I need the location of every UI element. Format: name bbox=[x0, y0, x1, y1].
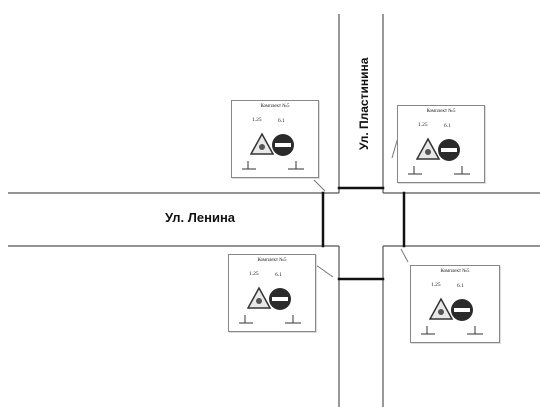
card-title: Комплект №5 bbox=[440, 269, 470, 274]
card-value-2: 6.1 bbox=[457, 283, 464, 289]
card-title: Комплект №5 bbox=[260, 104, 290, 109]
roadworks-warning-sign-icon bbox=[250, 132, 275, 155]
card-value-1: 1.25 bbox=[418, 122, 428, 128]
sign-posts bbox=[421, 326, 483, 335]
no-entry-sign-icon bbox=[451, 299, 473, 321]
roadworks-warning-sign-icon bbox=[416, 137, 441, 160]
card-title: Комплект №5 bbox=[257, 258, 287, 263]
card-value-1: 1.25 bbox=[431, 282, 441, 288]
roadworks-warning-sign-icon bbox=[247, 286, 272, 309]
sign-posts bbox=[408, 166, 470, 175]
leader-line bbox=[313, 179, 326, 192]
leader-line bbox=[400, 248, 409, 263]
no-entry-sign-icon bbox=[269, 288, 291, 310]
no-entry-sign-icon bbox=[438, 139, 460, 161]
street-label-horizontal: Ул. Ленина bbox=[165, 210, 236, 225]
card-value-2: 6.1 bbox=[275, 272, 282, 278]
sign-pair bbox=[250, 132, 294, 156]
card-title: Комплект №5 bbox=[426, 109, 456, 114]
card-value-1: 1.25 bbox=[249, 271, 259, 277]
card-value-1: 1.25 bbox=[252, 117, 262, 123]
road-edges bbox=[8, 14, 540, 407]
sign-set-card-nw: Комплект №5 1.25 6.1 bbox=[231, 100, 319, 178]
sign-posts bbox=[242, 161, 304, 170]
roadworks-warning-sign-icon bbox=[429, 297, 454, 320]
sign-pair bbox=[247, 286, 291, 310]
stop-lines bbox=[321, 186, 406, 281]
card-value-2: 6.1 bbox=[444, 123, 451, 129]
leader-line bbox=[315, 264, 334, 278]
card-value-2: 6.1 bbox=[278, 118, 285, 124]
sign-posts bbox=[239, 315, 301, 324]
no-entry-sign-icon bbox=[272, 134, 294, 156]
sign-pair bbox=[429, 297, 473, 321]
sign-set-card-se: Комплект №5 1.25 6.1 bbox=[410, 265, 500, 343]
sign-set-card-sw: Комплект №5 1.25 6.1 bbox=[228, 254, 316, 332]
sign-pair bbox=[416, 137, 460, 161]
sign-set-card-ne: Комплект №5 1.25 6.1 bbox=[397, 105, 485, 183]
street-label-vertical: Ул. Пластинина bbox=[357, 57, 371, 150]
